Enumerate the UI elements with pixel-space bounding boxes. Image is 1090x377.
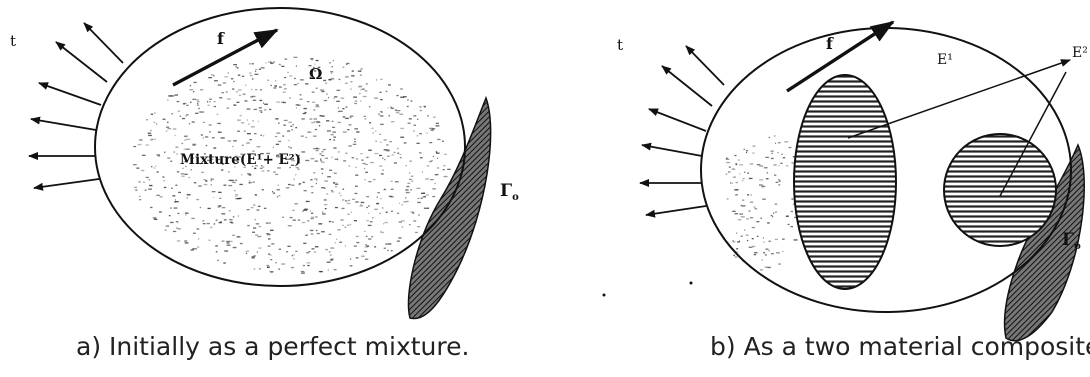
traction-arrow: [38, 82, 102, 106]
traction-arrow: [30, 116, 97, 131]
body-domain-ellipse: [94, 7, 466, 287]
traction-label: t: [617, 36, 623, 54]
caption-a: a) Initially as a perfect mixture.: [76, 332, 469, 361]
speckle-texture: [133, 56, 451, 274]
traction-arrow: [645, 205, 707, 218]
stray-dot: [602, 293, 606, 297]
panel-a: t f Ω Mixture(E¹+ E²) Γo a) Initially as…: [10, 7, 519, 361]
mixture-label: Mixture(E¹+ E²): [180, 152, 301, 168]
boundary-label: Γo: [1062, 230, 1081, 252]
material2-label: E²: [1072, 45, 1088, 61]
domain-label: Ω: [309, 65, 322, 83]
body-force-arrow: [172, 28, 279, 87]
traction-arrow: [661, 65, 713, 107]
traction-arrows: [28, 22, 124, 191]
material-inclusion-ellipse: [793, 74, 897, 290]
traction-arrow: [641, 142, 703, 157]
traction-arrow: [55, 41, 108, 83]
boundary-label: Γo: [500, 181, 519, 203]
support-hatch: [407, 95, 492, 320]
force-label: f: [826, 34, 834, 53]
traction-arrow: [33, 178, 100, 191]
stray-dot: [689, 281, 693, 285]
material1-label: E¹: [937, 52, 953, 68]
panel-b: t f E¹ E² Γo b) As a two material compos…: [617, 20, 1090, 361]
traction-arrow: [648, 108, 707, 132]
force-label: f: [217, 29, 225, 48]
traction-arrow: [83, 22, 124, 64]
body-force-arrow: [786, 20, 895, 93]
traction-arrow: [685, 45, 725, 86]
traction-arrows: [639, 45, 725, 218]
caption-b: b) As a two material composite.: [710, 332, 1090, 361]
material-pointer-line: [999, 71, 1067, 197]
traction-label: t: [10, 32, 16, 50]
material-inclusion-circle: [943, 133, 1057, 247]
speckle-texture: [725, 135, 804, 271]
material-pointer-line: [847, 59, 1071, 139]
